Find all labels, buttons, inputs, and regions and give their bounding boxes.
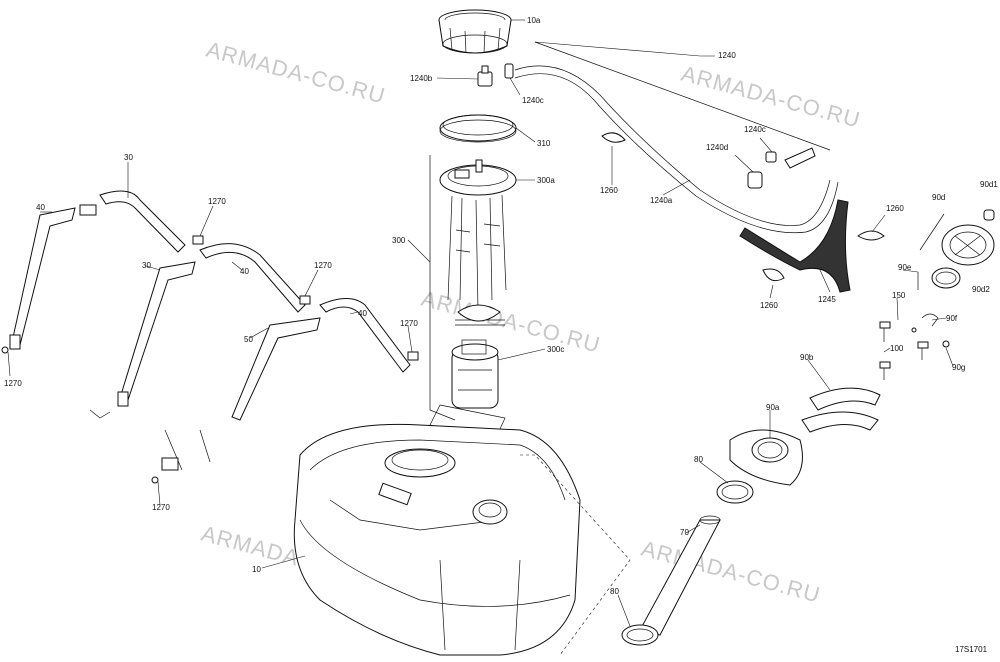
callout-90g: 90g: [952, 363, 965, 372]
watermark-1: ARMADA-CO.RU: [204, 37, 389, 109]
callout-10: 10: [252, 565, 261, 574]
callout-1240d: 1240d: [706, 143, 728, 152]
callout-70: 70: [680, 528, 689, 537]
callout-90a: 90a: [766, 403, 780, 412]
filler-tube-and-clamps: [621, 480, 754, 646]
tank-straps: [9, 190, 411, 471]
callout-90f: 90f: [946, 314, 958, 323]
callout-90d2: 90d2: [972, 285, 990, 294]
connector-parts-top: [477, 63, 514, 87]
callout-150: 150: [892, 291, 906, 300]
callout-80-bottom: 80: [610, 587, 619, 596]
fuel-cap-assembly: [919, 209, 995, 289]
callout-1240: 1240: [718, 51, 736, 60]
callout-1260-b: 1260: [886, 204, 904, 213]
vent-hose-1245: [739, 199, 851, 293]
callout-1270-d: 1270: [4, 379, 22, 388]
callout-1240c-right: 1240c: [744, 125, 766, 134]
callout-1240c-top: 1240c: [522, 96, 544, 105]
callout-90d1: 90d1: [980, 180, 998, 189]
callout-1260-c: 1260: [760, 301, 778, 310]
callout-1260-a: 1260: [600, 186, 618, 195]
callout-300: 300: [392, 236, 406, 245]
callout-300c: 300c: [547, 345, 564, 354]
callout-40-left: 40: [36, 203, 45, 212]
gasket-ring-part: [439, 114, 517, 143]
callout-90d: 90d: [932, 193, 945, 202]
leader-lines: [7, 19, 954, 627]
grommets-1260: [601, 132, 885, 282]
callout-1240b: 1240b: [410, 74, 433, 83]
watermark-3: ARMADA-CO.RU: [419, 286, 604, 358]
fuel-pump-module: [429, 155, 517, 441]
callout-1240a: 1240a: [650, 196, 673, 205]
reference-code: 17S1701: [955, 645, 988, 654]
callout-40-mid: 40: [240, 267, 249, 276]
callout-30-top: 30: [124, 153, 133, 162]
filler-neck-assembly: [729, 387, 881, 486]
fastener-hardware: [879, 272, 950, 380]
callout-30-mid: 30: [142, 261, 151, 270]
callout-10a: 10a: [527, 16, 541, 25]
callout-1270-c: 1270: [400, 319, 418, 328]
callout-100: 100: [890, 344, 904, 353]
clips-1270: [1, 235, 419, 484]
callout-90e: 90e: [898, 263, 912, 272]
callout-300a: 300a: [537, 176, 555, 185]
fuel-tank-10: [293, 423, 631, 656]
watermark-2: ARMADA-CO.RU: [679, 61, 864, 133]
callout-labels: 10a 1240 1240b 1240c 310 1240c 1240d 300…: [4, 16, 998, 596]
fuel-line-1240: [514, 41, 839, 234]
callout-1245: 1245: [818, 295, 836, 304]
callout-1270-e: 1270: [152, 503, 170, 512]
callout-1270-b: 1270: [314, 261, 332, 270]
callout-90b: 90b: [800, 353, 814, 362]
callout-80-top: 80: [694, 455, 703, 464]
callout-40-right: 40: [358, 309, 367, 318]
callout-50: 50: [244, 335, 253, 344]
callout-310: 310: [537, 139, 551, 148]
lock-ring-part: [438, 9, 512, 54]
callout-1270-a: 1270: [208, 197, 226, 206]
